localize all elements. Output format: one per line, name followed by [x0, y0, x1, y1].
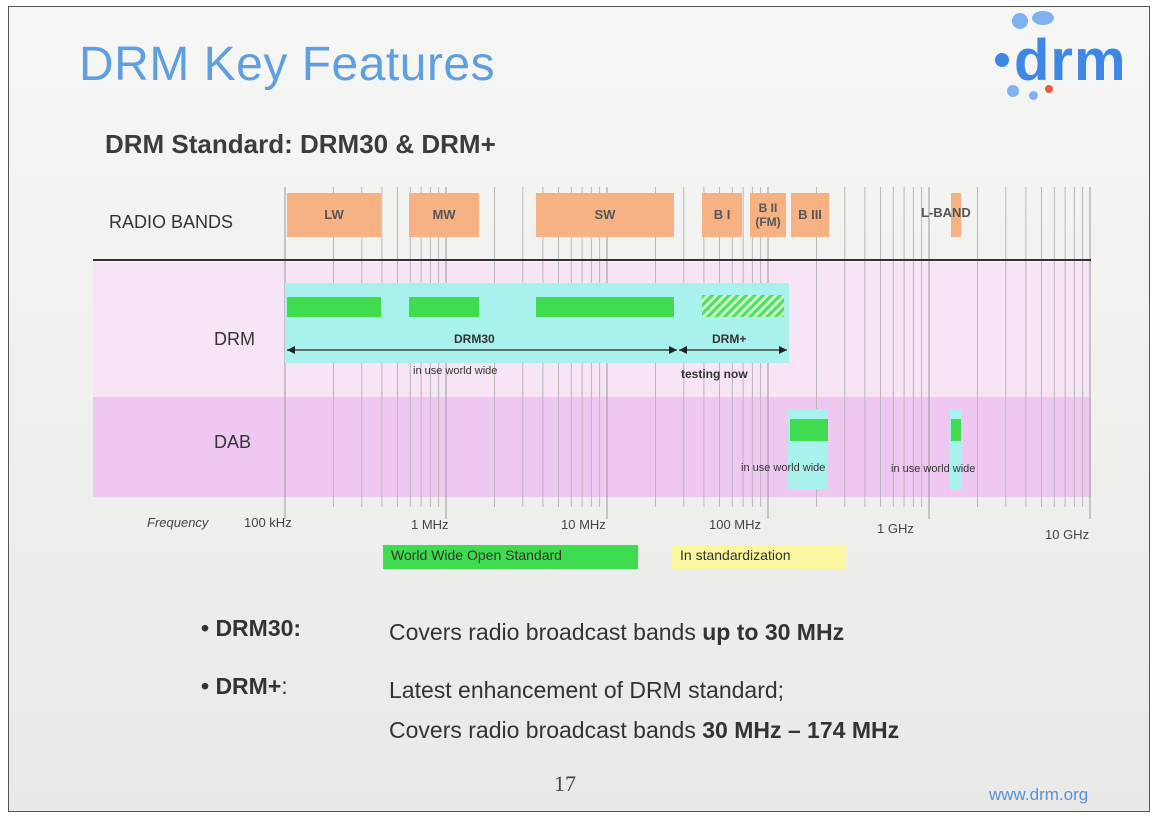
drm-mw-active: [409, 297, 479, 317]
band-b2-label: B II: [758, 201, 778, 215]
row-label-drm: DRM: [214, 329, 255, 349]
band-mw: MW: [409, 193, 479, 237]
drm30-note: in use world wide: [413, 365, 498, 377]
band-sw: SW: [536, 193, 674, 237]
dab-band3-active: [790, 419, 828, 441]
band-lband-label: L-BAND: [921, 205, 971, 220]
bullet-drmplus-bold: 30 MHz – 174 MHz: [702, 717, 900, 743]
drm-plus-note: testing now: [681, 367, 748, 381]
bullet-drmplus-colon: :: [281, 673, 288, 699]
logo-dot: [1032, 11, 1054, 25]
band-b2-sub: (FM): [755, 215, 781, 229]
dab-lband-note: in use world wide: [891, 463, 976, 475]
legend-standardization: In standardization: [672, 545, 846, 569]
page-number: 17: [554, 771, 576, 796]
band-b3: B III: [791, 193, 829, 237]
band-l: [951, 193, 961, 237]
row-label-radio-bands: RADIO BANDS: [109, 212, 234, 232]
bullet-drmplus-label: • DRM+: [201, 673, 282, 699]
footer-url[interactable]: www.drm.org: [989, 785, 1089, 804]
drm-plus-hatched-area: [702, 295, 784, 317]
logo-text: drm: [1014, 28, 1127, 93]
tick-1ghz: 1 GHz: [877, 521, 914, 536]
bullet-drmplus-head: • DRM+:: [201, 673, 288, 700]
bullet-drm30-plain: Covers radio broadcast bands: [389, 619, 703, 645]
tick-100mhz: 100 MHz: [709, 517, 762, 532]
bullet-drmplus-line1: Latest enhancement of DRM standard;: [389, 677, 785, 703]
tick-100khz: 100 kHz: [244, 515, 292, 530]
logo-dot: [1012, 13, 1028, 29]
bullet-drm30-bold: up to 30 MHz: [702, 619, 845, 645]
band-b2: B II (FM): [750, 193, 786, 237]
drm-logo: drm: [977, 7, 1142, 107]
drm-lw-active: [287, 297, 381, 317]
band-b1: B I: [702, 193, 742, 237]
legend-open-standard: World Wide Open Standard: [383, 545, 638, 569]
bullet-drm30-head: • DRM30:: [201, 615, 302, 641]
tick-1mhz: 1 MHz: [411, 517, 449, 532]
logo-dot: [995, 53, 1009, 67]
logo-dot: [1029, 91, 1038, 100]
drm-plus-label: DRM+: [712, 332, 747, 346]
drm-range-arrows: [287, 346, 787, 354]
tick-10ghz: 10 GHz: [1045, 527, 1090, 542]
tick-10mhz: 10 MHz: [561, 517, 606, 532]
band-lw: LW: [287, 193, 381, 237]
slide-title: DRM Key Features: [79, 38, 496, 91]
bullet-drmplus-plain: Covers radio broadcast bands: [389, 717, 703, 743]
dab-lband-active: [951, 419, 961, 441]
drm-sw-active: [536, 297, 674, 317]
logo-dot: [1045, 85, 1053, 93]
bullet-drm30-text: Covers radio broadcast bands up to 30 MH…: [389, 619, 844, 646]
slide-subtitle: DRM Standard: DRM30 & DRM+: [105, 129, 496, 159]
dab-row-background: [93, 397, 1091, 497]
logo-dot: [1007, 85, 1019, 97]
row-label-dab: DAB: [214, 432, 252, 452]
frequency-axis-label: Frequency: [147, 515, 209, 530]
drm30-label: DRM30: [454, 332, 495, 346]
dab-band3-note: in use world wide: [741, 462, 826, 474]
slide: DRM Key Features drm DRM Standard: DRM30…: [8, 6, 1150, 812]
bullet-drmplus-line2: Covers radio broadcast bands 30 MHz – 17…: [389, 717, 899, 744]
